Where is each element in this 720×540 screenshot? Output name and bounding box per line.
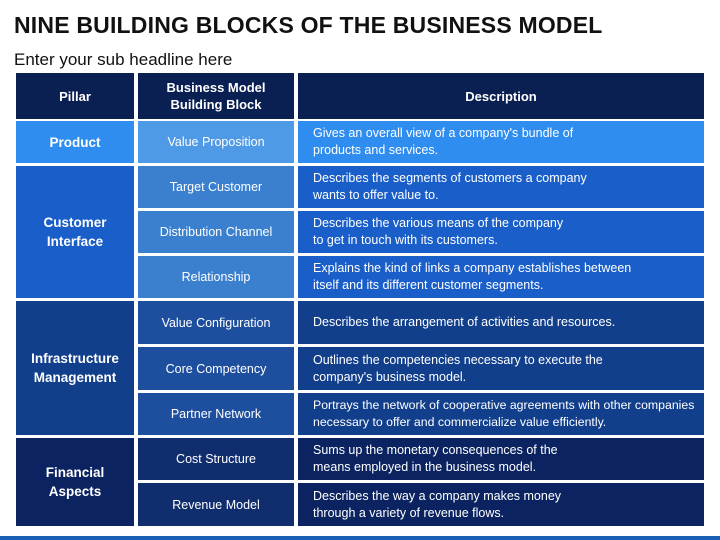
desc-partner-network: Portrays the network of cooperative agre…	[298, 393, 704, 435]
header-description: Description	[298, 73, 704, 119]
block-value-proposition: Value Proposition	[138, 121, 294, 163]
header-building-block: Business Model Building Block	[138, 73, 294, 119]
page-title: NINE BUILDING BLOCKS OF THE BUSINESS MOD…	[14, 12, 603, 38]
block-cost-structure: Cost Structure	[138, 438, 294, 480]
desc-core-competency: Outlines the competencies necessary to e…	[298, 347, 704, 390]
block-value-configuration: Value Configuration	[138, 301, 294, 344]
block-relationship: Relationship	[138, 256, 294, 298]
pillar-product: Product	[16, 121, 134, 163]
sub-headline: Enter your sub headline here	[14, 50, 233, 69]
desc-target-customer: Describes the segments of customers a co…	[298, 166, 704, 208]
footer-band	[0, 536, 720, 540]
pillar-infrastructure-management: Infrastructure Management	[16, 301, 134, 435]
block-distribution-channel: Distribution Channel	[138, 211, 294, 253]
block-revenue-model: Revenue Model	[138, 483, 294, 526]
block-target-customer: Target Customer	[138, 166, 294, 208]
desc-distribution-channel: Describes the various means of the compa…	[298, 211, 704, 253]
header-pillar: Pillar	[16, 73, 134, 119]
block-partner-network: Partner Network	[138, 393, 294, 435]
pillar-customer-interface: Customer Interface	[16, 166, 134, 298]
pillar-financial-aspects: Financial Aspects	[16, 438, 134, 526]
block-core-competency: Core Competency	[138, 347, 294, 390]
desc-revenue-model: Describes the way a company makes money …	[298, 483, 704, 526]
desc-cost-structure: Sums up the monetary consequences of the…	[298, 438, 704, 480]
desc-value-proposition: Gives an overall view of a company's bun…	[298, 121, 704, 163]
desc-relationship: Explains the kind of links a company est…	[298, 256, 704, 298]
desc-value-configuration: Describes the arrangement of activities …	[298, 301, 704, 344]
